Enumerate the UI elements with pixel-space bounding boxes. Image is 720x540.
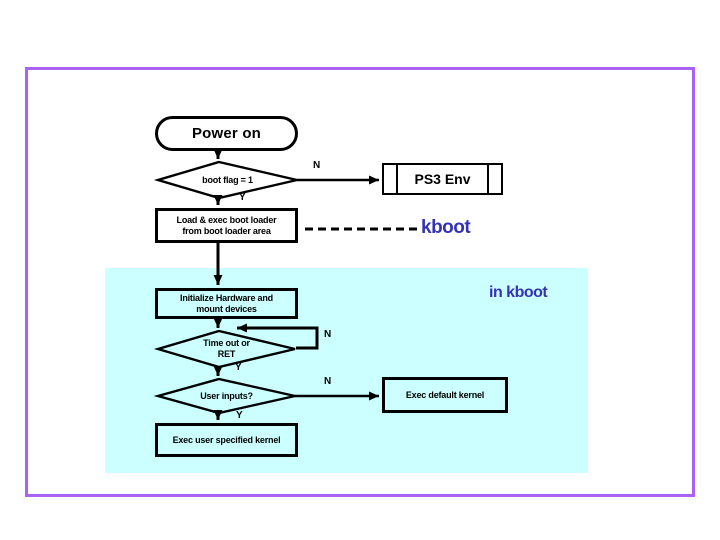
load-loader-line1: Load & exec boot loader <box>176 214 277 225</box>
timeout-label-line2: RET <box>217 349 236 359</box>
init-hw-line2: mount devices <box>196 303 257 314</box>
process-exec-default-kernel: Exec default kernel <box>382 377 508 413</box>
load-loader-line2: from boot loader area <box>182 225 271 236</box>
terminator-power-on: Power on <box>155 116 298 151</box>
kboot-annotation: kboot <box>421 217 471 238</box>
timeout-label: Time out or RET <box>158 338 295 360</box>
ps3-env-right-bar <box>487 163 489 193</box>
in-kboot-annotation: in kboot <box>489 284 548 301</box>
branch-yes-timeout: Y <box>235 362 242 373</box>
branch-yes-boot-flag: Y <box>239 192 246 203</box>
branch-no-user-inputs: N <box>324 376 332 387</box>
power-on-label: Power on <box>191 125 262 142</box>
process-init-hardware: Initialize Hardware and mount devices <box>155 288 298 319</box>
branch-yes-user-inputs: Y <box>236 410 243 421</box>
boot-flag-label: boot flag = 1 <box>202 175 253 185</box>
branch-no-boot-flag: N <box>313 160 321 171</box>
process-exec-user-kernel: Exec user specified kernel <box>155 423 298 457</box>
slide-border-frame <box>25 67 695 497</box>
user-inputs-label: User inputs? <box>200 391 253 401</box>
ps3-env-left-bar <box>396 163 398 193</box>
exec-default-kernel-label: Exec default kernel <box>405 389 485 400</box>
init-hw-line1: Initialize Hardware and <box>180 292 273 303</box>
branch-no-timeout: N <box>324 329 332 340</box>
exec-user-kernel-label: Exec user specified kernel <box>172 434 281 445</box>
process-ps3-env: PS3 Env <box>382 163 503 195</box>
ps3-env-label: PS3 Env <box>414 171 471 187</box>
in-kboot-region <box>105 268 588 473</box>
timeout-label-line1: Time out or <box>203 338 250 348</box>
process-load-boot-loader: Load & exec boot loader from boot loader… <box>155 208 298 243</box>
